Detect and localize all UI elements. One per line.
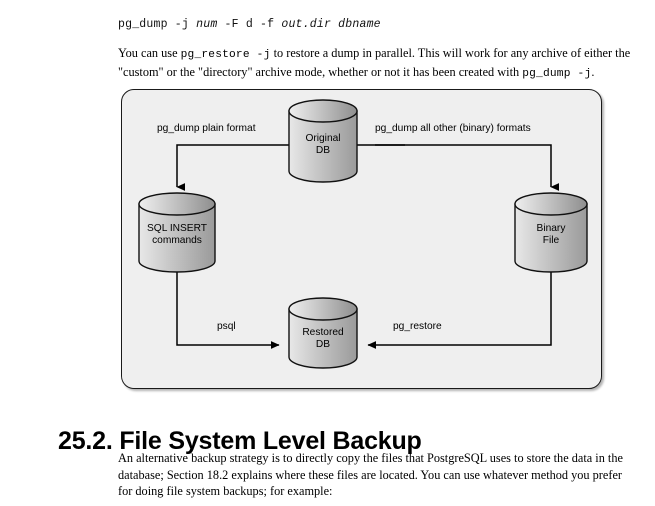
section-paragraph: An alternative backup strategy is to dir… <box>118 451 623 498</box>
diagram-graphics <box>138 99 588 369</box>
edge-plain-format-label: pg_dump plain format <box>157 123 256 134</box>
edge-binary-formats-label: pg_dump all other (binary) formats <box>375 123 531 134</box>
backup-flow-diagram: Original DB SQL INSERT commands Binary F… <box>121 89 602 389</box>
code-mid: -F d -f <box>217 18 282 31</box>
edge-psql-label: psql <box>217 321 236 332</box>
intro-text-part1: You can use <box>118 46 181 60</box>
code-prefix: pg_dump -j <box>118 18 197 31</box>
intro-text-part3: . <box>591 64 595 79</box>
inline-code-pg-restore: pg_restore -j <box>180 49 271 61</box>
intro-paragraph: You can use pg_restore -j to restore a d… <box>118 45 638 82</box>
node-restored-db <box>288 297 358 369</box>
page-section-heading: 25.2. File System Level Backup <box>58 426 422 455</box>
inline-code-pg-dump: pg_dump -j <box>522 67 592 80</box>
node-sql-insert-commands <box>138 192 216 273</box>
code-arg-num: num <box>196 18 218 31</box>
code-block-pg-dump: pg_dump -j num -F d -f out.dir dbname <box>118 18 381 31</box>
node-binary-file <box>514 192 588 273</box>
code-arg-outdir: out.dir dbname <box>281 18 381 31</box>
edge-psql-connector <box>176 269 280 349</box>
edge-pg-restore-label: pg_restore <box>393 321 442 332</box>
edge-pg-restore-connector <box>367 269 552 349</box>
node-original-db <box>288 99 358 183</box>
edge-binary-formats-connector <box>375 144 559 191</box>
intro-text-part2: to restore a dump in parallel. This will… <box>118 46 631 79</box>
